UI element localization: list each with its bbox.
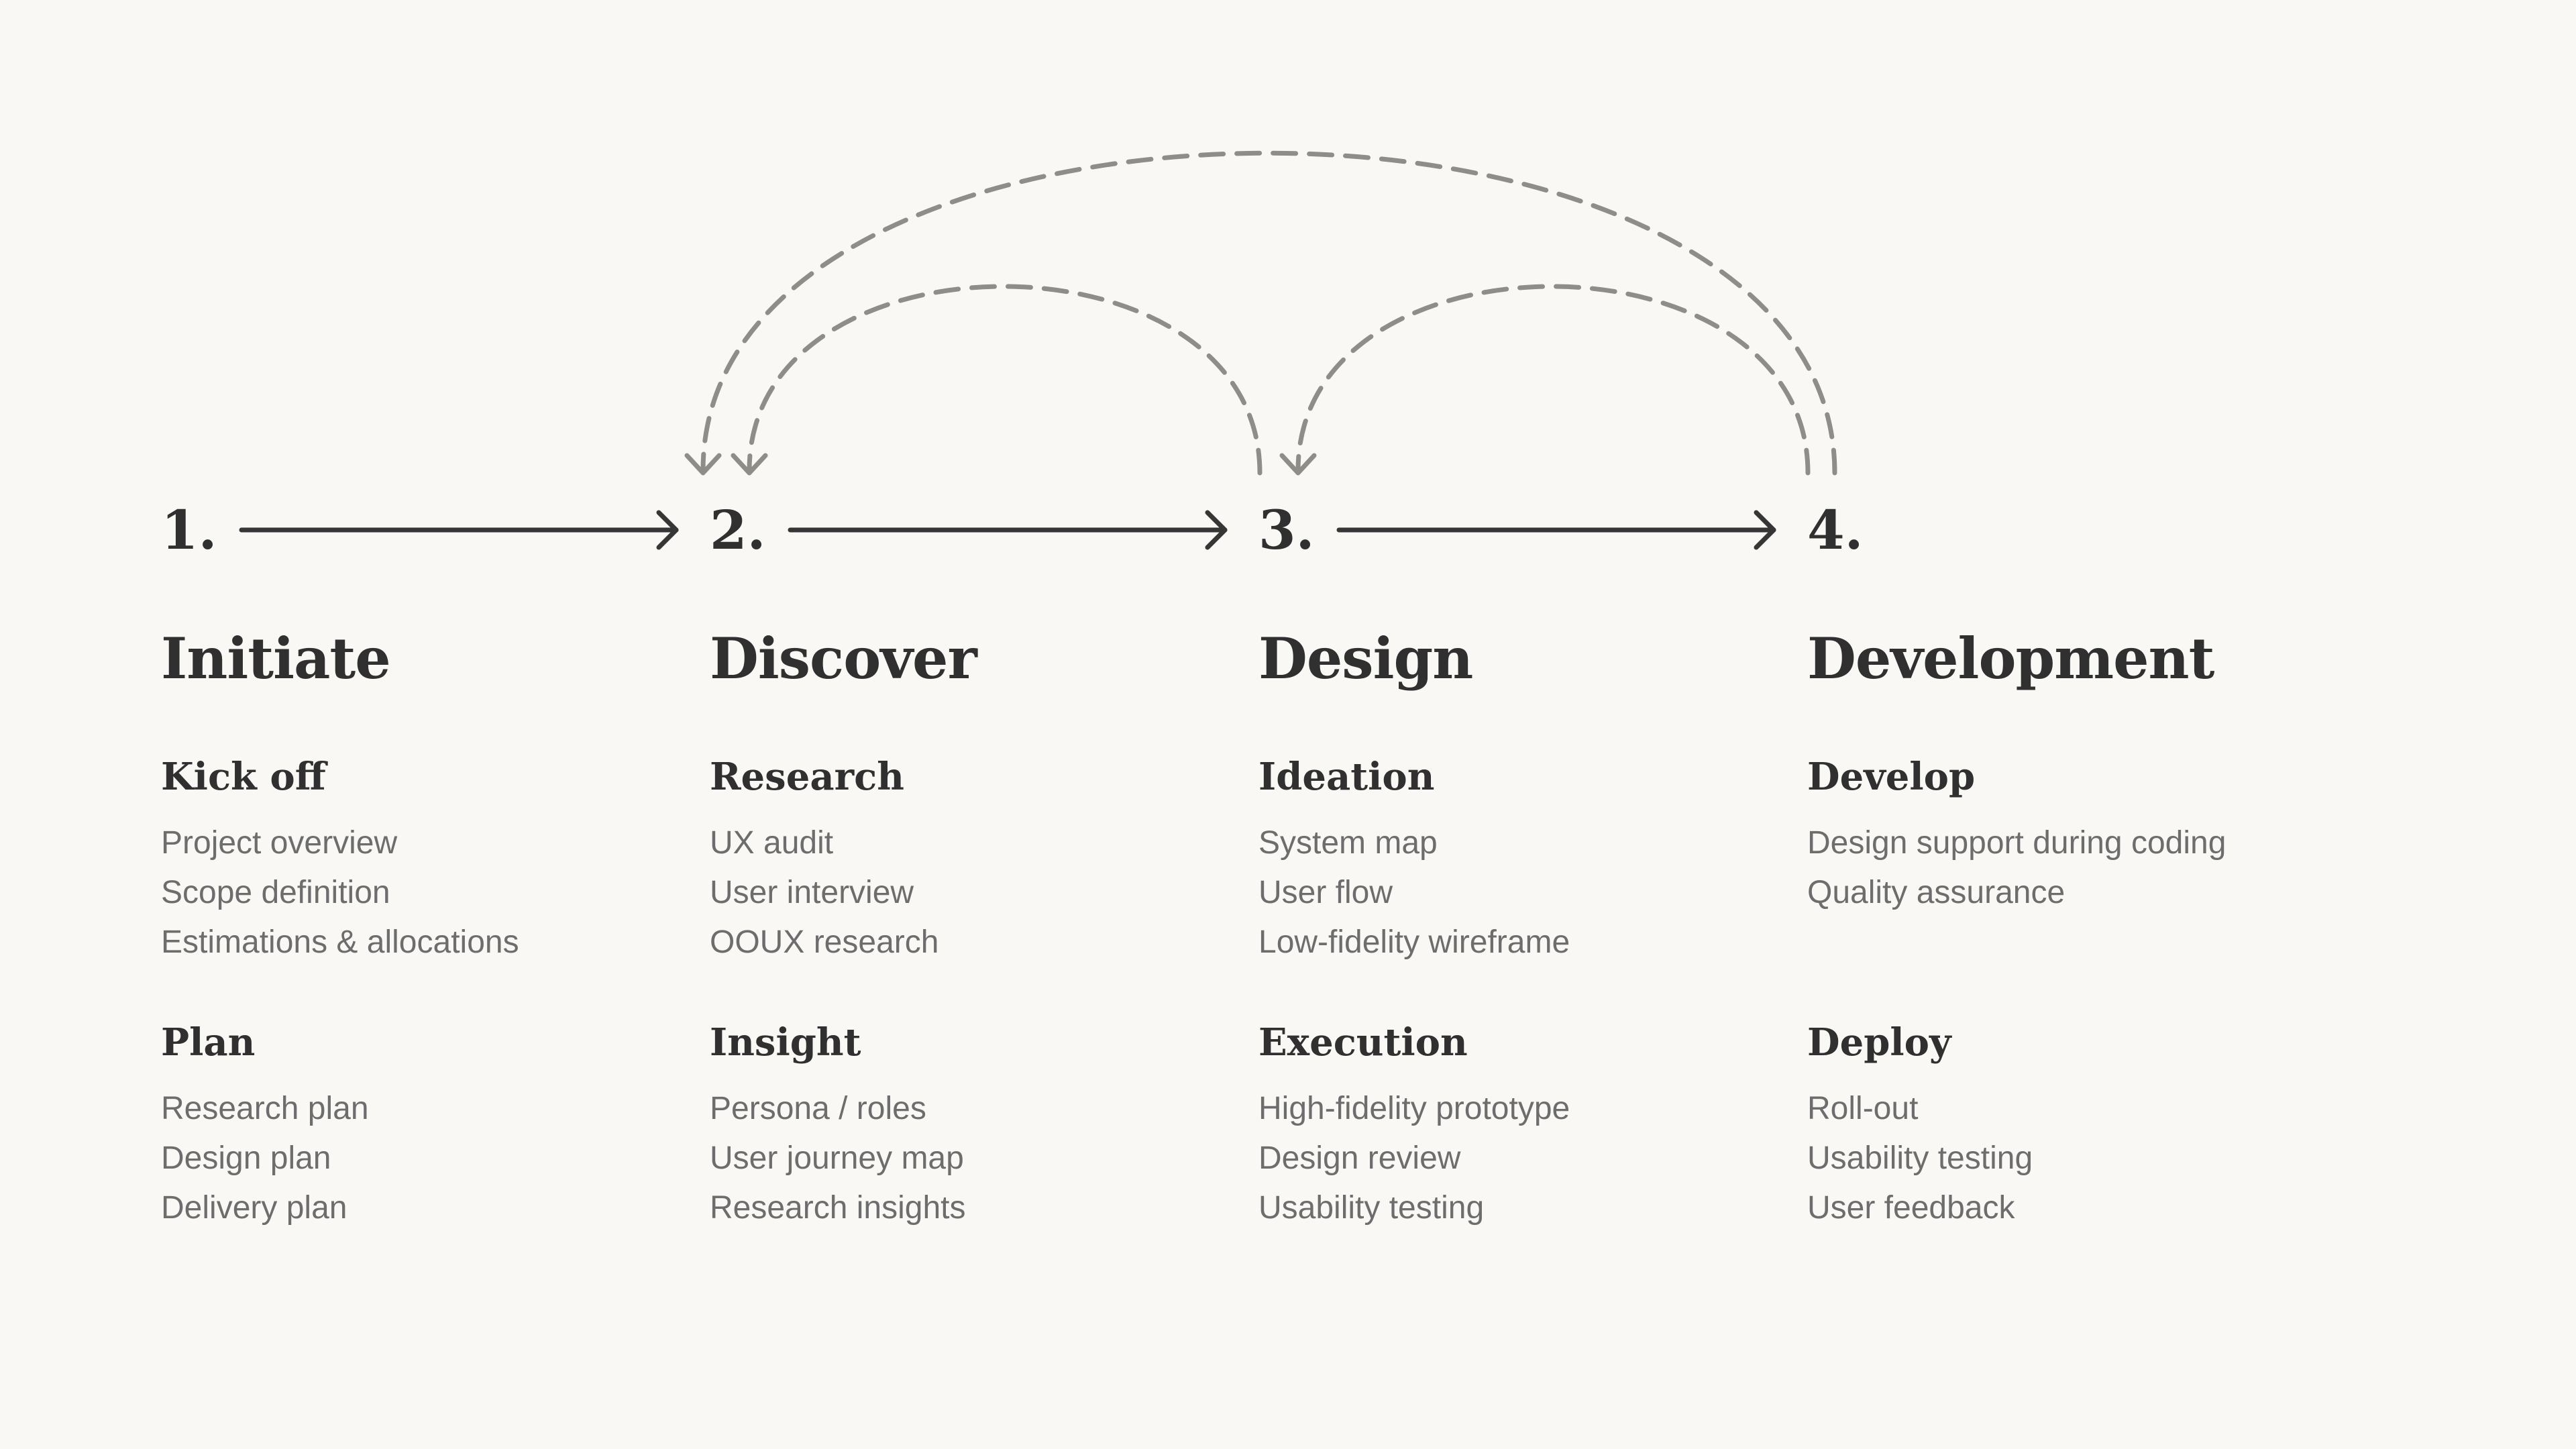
activity-item: Design review — [1258, 1140, 1461, 1176]
activity-item: Research insights — [710, 1190, 966, 1226]
feedback-loop-arrow-head — [731, 453, 768, 476]
activity-group-title: Develop — [1807, 755, 1976, 799]
activity-group-title: Kick off — [161, 755, 326, 799]
phase-title: Design — [1258, 625, 1473, 692]
activity-group-title: Execution — [1258, 1020, 1468, 1065]
forward-arrow-head — [1205, 510, 1228, 550]
activity-item: User interview — [710, 875, 914, 910]
step-number: 4. — [1807, 498, 1864, 561]
activity-item: High-fidelity prototype — [1258, 1091, 1570, 1126]
activity-group-title: Deploy — [1807, 1020, 1951, 1065]
activity-item: User feedback — [1807, 1190, 2015, 1226]
activity-item: Persona / roles — [710, 1091, 926, 1126]
activity-item: Delivery plan — [161, 1190, 347, 1226]
activity-item: Design support during coding — [1807, 825, 2226, 861]
feedback-loop-arrow — [747, 284, 1263, 476]
feedback-loop-arrow-head — [1279, 453, 1317, 476]
activity-item: Quality assurance — [1807, 875, 2065, 910]
activity-item: Research plan — [161, 1091, 369, 1126]
activity-item: Estimations & allocations — [161, 924, 519, 960]
forward-arrow-head — [656, 510, 679, 550]
activity-item: User flow — [1258, 875, 1393, 910]
phase-title: Initiate — [161, 625, 391, 692]
activity-group-title: Plan — [161, 1020, 256, 1065]
activity-item: Project overview — [161, 825, 398, 861]
phase-title: Discover — [710, 625, 977, 692]
activity-item: Low-fidelity wireframe — [1258, 924, 1570, 960]
activity-item: Usability testing — [1807, 1140, 2033, 1176]
feedback-loop-arrow-head — [684, 453, 722, 476]
step-number: 2. — [710, 498, 766, 561]
activity-item: System map — [1258, 825, 1438, 861]
activity-item: Scope definition — [161, 875, 390, 910]
activity-group-title: Ideation — [1258, 755, 1435, 799]
activity-item: Design plan — [161, 1140, 331, 1176]
phase-title: Development — [1807, 625, 2214, 692]
step-number: 3. — [1258, 498, 1315, 561]
activity-item: OOUX research — [710, 924, 939, 960]
step-number: 1. — [161, 498, 217, 561]
activity-item: Usability testing — [1258, 1190, 1485, 1226]
feedback-loop-arrow — [700, 150, 1837, 476]
activity-item: UX audit — [710, 825, 834, 861]
activity-item: Roll-out — [1807, 1091, 1919, 1126]
feedback-loop-arrow — [1295, 284, 1811, 476]
activity-group-title: Insight — [710, 1020, 861, 1065]
activity-group-title: Research — [710, 755, 904, 799]
activity-item: User journey map — [710, 1140, 964, 1176]
forward-arrow-head — [1754, 510, 1776, 550]
